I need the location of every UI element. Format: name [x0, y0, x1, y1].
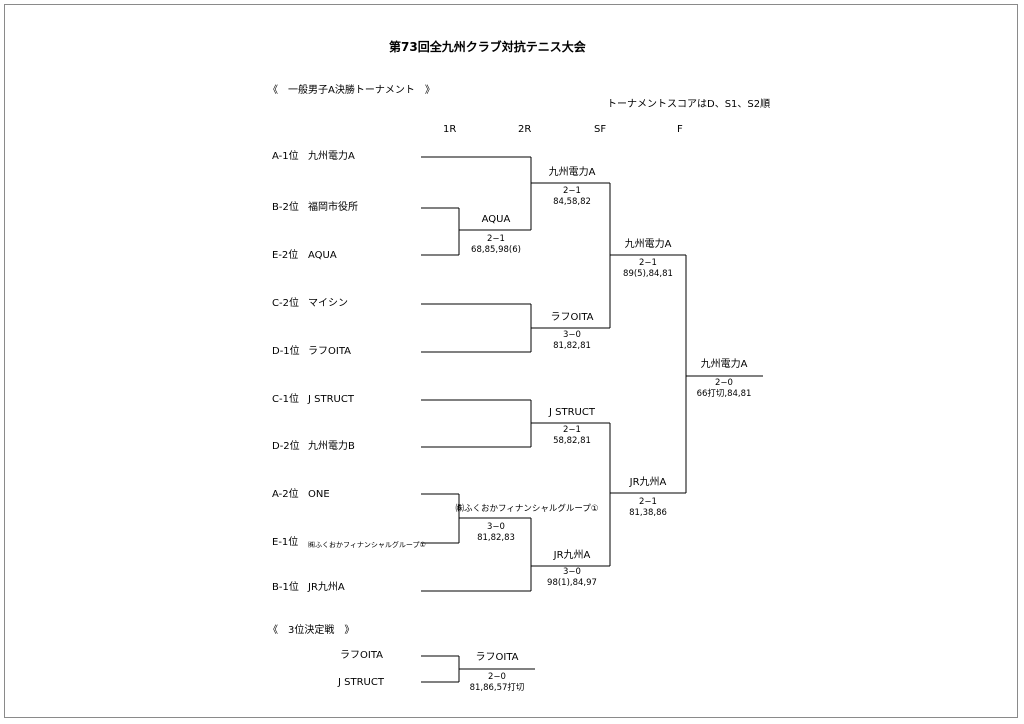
r2-scores: 58,82,81: [553, 436, 591, 446]
sf-winner: JR九州A: [629, 477, 667, 488]
r2-scores: 81,82,81: [553, 341, 591, 351]
section-heading-third: 《 3位決定戦 》: [268, 625, 355, 636]
entry-team: J STRUCT: [308, 394, 354, 405]
entry-team: JR九州A: [308, 582, 345, 593]
sf-winner: 九州電力A: [624, 239, 672, 250]
entry-seed: D-1位: [272, 346, 300, 357]
third-scores: 81,86,57打切: [469, 683, 525, 693]
page-frame: [4, 4, 1018, 718]
r2-winner: ラフOITA: [550, 312, 594, 323]
sf-scores: 81,38,86: [629, 508, 667, 518]
entry-seed: E-1位: [272, 537, 299, 548]
final-result: 2−0: [715, 378, 733, 388]
r1-winner: AQUA: [481, 214, 511, 225]
r2-result: 3−0: [563, 567, 581, 577]
r1-scores: 81,82,83: [477, 533, 515, 543]
r1-scores: 68,85,98(6): [471, 245, 521, 255]
round-label-1r: 1R: [443, 124, 457, 135]
entry-seed: C-2位: [272, 298, 299, 309]
r1-result: 3−0: [487, 522, 505, 532]
entry-seed: A-1位: [272, 151, 299, 162]
champion-name: 九州電力A: [700, 359, 748, 370]
entry-seed: D-2位: [272, 441, 300, 452]
sf-scores: 89(5),84,81: [623, 269, 673, 279]
entry-team: 九州電力A: [308, 151, 355, 162]
r1-winner: ㈱ふくおかフィナンシャルグループ①: [455, 504, 599, 514]
entry-seed: B-1位: [272, 582, 299, 593]
entry-seed: C-1位: [272, 394, 299, 405]
sf-result: 2−1: [639, 258, 657, 268]
entry-team: AQUA: [308, 250, 337, 261]
entry-seed: B-2位: [272, 202, 299, 213]
r2-scores: 98(1),84,97: [547, 578, 597, 588]
r1-result: 2−1: [487, 234, 505, 244]
entry-team: ㈱ふくおかフィナンシャルグループ①: [308, 541, 426, 549]
entry-team: ONE: [308, 489, 330, 500]
third-winner: ラフOITA: [475, 652, 519, 663]
round-label-f: F: [677, 124, 683, 135]
final-scores: 66打切,84,81: [696, 389, 752, 399]
section-heading-main: 《 一般男子A決勝トーナメント 》: [268, 85, 435, 96]
round-label-sf: SF: [594, 124, 607, 135]
entry-seed: A-2位: [272, 489, 299, 500]
r2-winner: J STRUCT: [549, 407, 595, 418]
third-entry-team: J STRUCT: [338, 677, 384, 688]
entry-team: マイシン: [308, 298, 348, 309]
r2-winner: JR九州A: [553, 550, 591, 561]
sf-result: 2−1: [639, 497, 657, 507]
r2-result: 2−1: [563, 186, 581, 196]
entry-team: 福岡市役所: [308, 202, 358, 213]
r2-winner: 九州電力A: [548, 167, 596, 178]
entry-team: ラフOITA: [308, 346, 351, 357]
entry-team: 九州電力B: [308, 441, 355, 452]
third-result: 2−0: [488, 672, 506, 682]
page-title: 第73回全九州クラブ対抗テニス大会: [389, 40, 586, 54]
r2-result: 3−0: [563, 330, 581, 340]
round-label-2r: 2R: [518, 124, 532, 135]
r2-result: 2−1: [563, 425, 581, 435]
r2-scores: 84,58,82: [553, 197, 591, 207]
entry-seed: E-2位: [272, 250, 299, 261]
score-note: トーナメントスコアはD、S1、S2順: [607, 99, 771, 110]
third-entry-team: ラフOITA: [340, 650, 383, 661]
